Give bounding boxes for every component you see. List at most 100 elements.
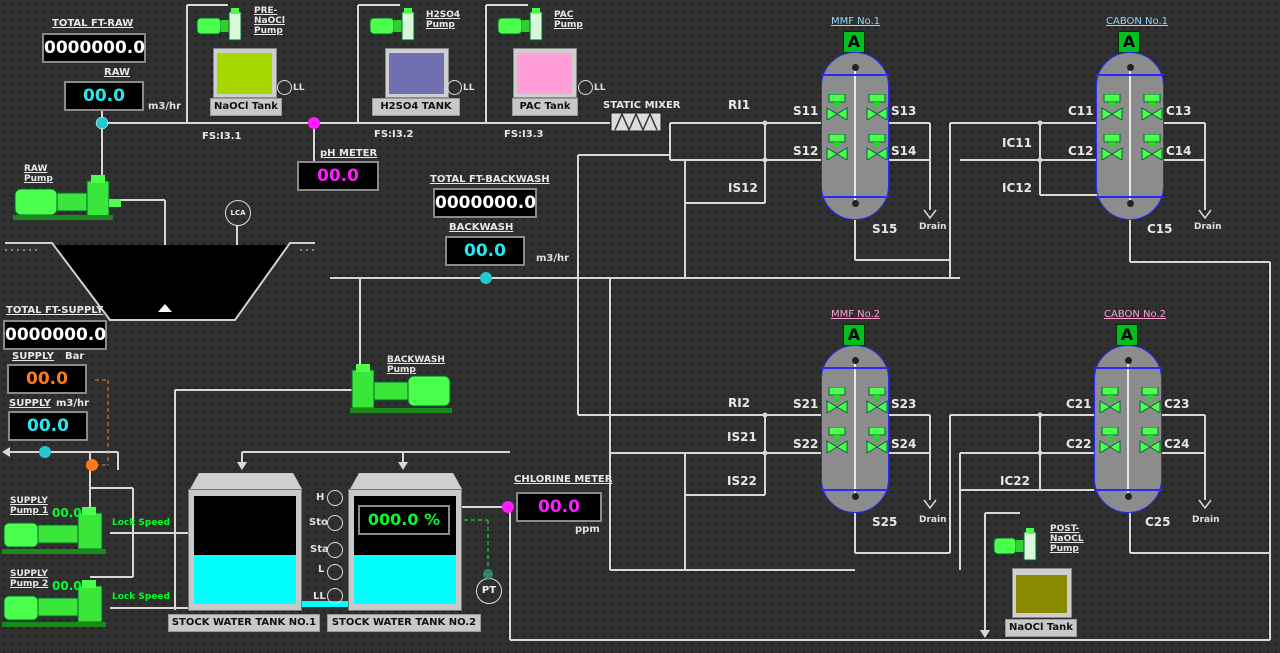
lca-indicator: LCA (225, 200, 251, 226)
auto-mode-badge[interactable]: A (843, 324, 865, 346)
pac-tank-label: PAC Tank (512, 98, 578, 116)
naocl-tank-liquid (217, 53, 272, 94)
backwash-pump-icon[interactable] (348, 360, 458, 416)
total-raw-title: TOTAL FT-RAW (52, 18, 134, 29)
stock-level-value: 000.0 % (358, 505, 450, 535)
auto-mode-badge[interactable]: A (1116, 324, 1138, 346)
chlorine-meter-label: CHLORINE METER (514, 474, 613, 485)
drain-label: Drain (919, 222, 947, 232)
stock-tank-1-label: STOCK WATER TANK NO.1 (168, 614, 320, 632)
line-ic11: IC11 (1002, 136, 1032, 150)
vessel-title[interactable]: CABON No.2 (1104, 309, 1167, 320)
naocl-ll-indicator (277, 80, 292, 95)
raw-pump-icon[interactable] (13, 175, 123, 223)
valve-label: S12 (793, 144, 819, 158)
h2so4-ll-indicator (447, 80, 462, 95)
pac-tank-liquid (517, 53, 572, 94)
valve-icon[interactable] (1098, 386, 1122, 417)
valve-icon[interactable] (1098, 426, 1122, 457)
valve-label: S24 (891, 437, 917, 451)
supply-flow-value: 00.0 (8, 411, 88, 441)
total-backwash-value: 0000000.0 (433, 188, 537, 218)
valve-label: C23 (1164, 397, 1190, 411)
post-naocl-pump-icon[interactable] (992, 528, 1040, 562)
level-switch-sto (327, 515, 343, 531)
valve-icon[interactable] (1140, 133, 1164, 164)
valve-icon[interactable] (1100, 93, 1124, 124)
valve-label: C24 (1164, 437, 1190, 451)
stock-tank-2-water (354, 555, 456, 604)
valve-label: S13 (891, 104, 917, 118)
auto-mode-badge[interactable]: A (843, 31, 865, 53)
fs-label-2: FS:I3.2 (374, 129, 414, 140)
drain-label: Drain (1194, 222, 1222, 232)
level-switch-l (327, 564, 343, 580)
level-label-sto: Sto (309, 517, 328, 528)
static-mixer (610, 112, 662, 132)
backwash-flow-sensor (480, 272, 492, 284)
valve-icon[interactable] (865, 93, 889, 124)
ph-meter-label: pH METER (320, 148, 378, 159)
supply-pressure-value: 00.0 (7, 364, 87, 394)
total-supply-title: TOTAL FT-SUPPLY (6, 305, 104, 316)
valve-icon[interactable] (825, 93, 849, 124)
supply-pump-2-speed: 00.0 (52, 579, 82, 593)
supply-flow-sensor (39, 446, 51, 458)
line-ri1: RI1 (728, 98, 751, 112)
supply-pump-1-speed: 00.0 (52, 506, 82, 520)
post-naocl-tank-liquid (1016, 575, 1067, 613)
valve-icon[interactable] (1140, 93, 1164, 124)
valve-label: S21 (793, 397, 819, 411)
valve-icon[interactable] (865, 133, 889, 164)
valve-icon[interactable] (825, 426, 849, 457)
fs-label-1: FS:I3.1 (202, 131, 242, 142)
chlorine-sensor (502, 501, 514, 513)
line-is21: IS21 (727, 430, 757, 444)
h2so4-pump-icon[interactable] (368, 8, 420, 42)
valve-icon[interactable] (1100, 133, 1124, 164)
valve-icon[interactable] (865, 426, 889, 457)
level-switch-ll (327, 588, 343, 604)
pac-ll-label: LL (594, 83, 606, 93)
level-label-h: H (316, 492, 325, 503)
valve-label: C14 (1166, 144, 1192, 158)
naocl-tank-label: NaOCl Tank (210, 98, 282, 116)
valve-icon[interactable] (1138, 386, 1162, 417)
vessel-title[interactable]: MMF No.1 (831, 16, 881, 27)
valve-label: C12 (1068, 144, 1094, 158)
vessel-title[interactable]: MMF No.2 (831, 309, 881, 320)
vessel-title[interactable]: CABON No.1 (1106, 16, 1169, 27)
drain-label: Drain (919, 515, 947, 525)
valve-icon[interactable] (825, 386, 849, 417)
outlet-valve-label: C15 (1147, 222, 1173, 236)
supply-pressure-label: SUPPLY (12, 351, 55, 362)
line-ic22: IC22 (1000, 474, 1030, 488)
backwash-flow-unit: m3/hr (536, 253, 570, 264)
valve-label: S11 (793, 104, 819, 118)
h2so4-ll-label: LL (463, 83, 475, 93)
pac-ll-indicator (578, 80, 593, 95)
total-supply-value: 0000000.0 (3, 320, 107, 350)
pre-naocl-pump-icon[interactable] (195, 8, 247, 42)
valve-icon[interactable] (825, 133, 849, 164)
valve-icon[interactable] (865, 386, 889, 417)
stock-tank-2-label: STOCK WATER TANK NO.2 (327, 614, 481, 632)
supply-pump-2-icon[interactable] (2, 580, 112, 630)
pac-pump-icon[interactable] (496, 8, 548, 42)
auto-mode-badge[interactable]: A (1118, 31, 1140, 53)
supply-pressure-sensor (86, 459, 98, 471)
valve-label: C13 (1166, 104, 1192, 118)
level-label-ll: LL (313, 591, 326, 602)
supply-pump-1-icon[interactable] (2, 507, 112, 557)
supply-pump-1-status: Lock Speed (112, 518, 170, 528)
supply-pump-2-status: Lock Speed (112, 592, 170, 602)
stock-tank-1-water (194, 555, 296, 604)
line-is12: IS12 (728, 181, 758, 195)
valve-icon[interactable] (1138, 426, 1162, 457)
